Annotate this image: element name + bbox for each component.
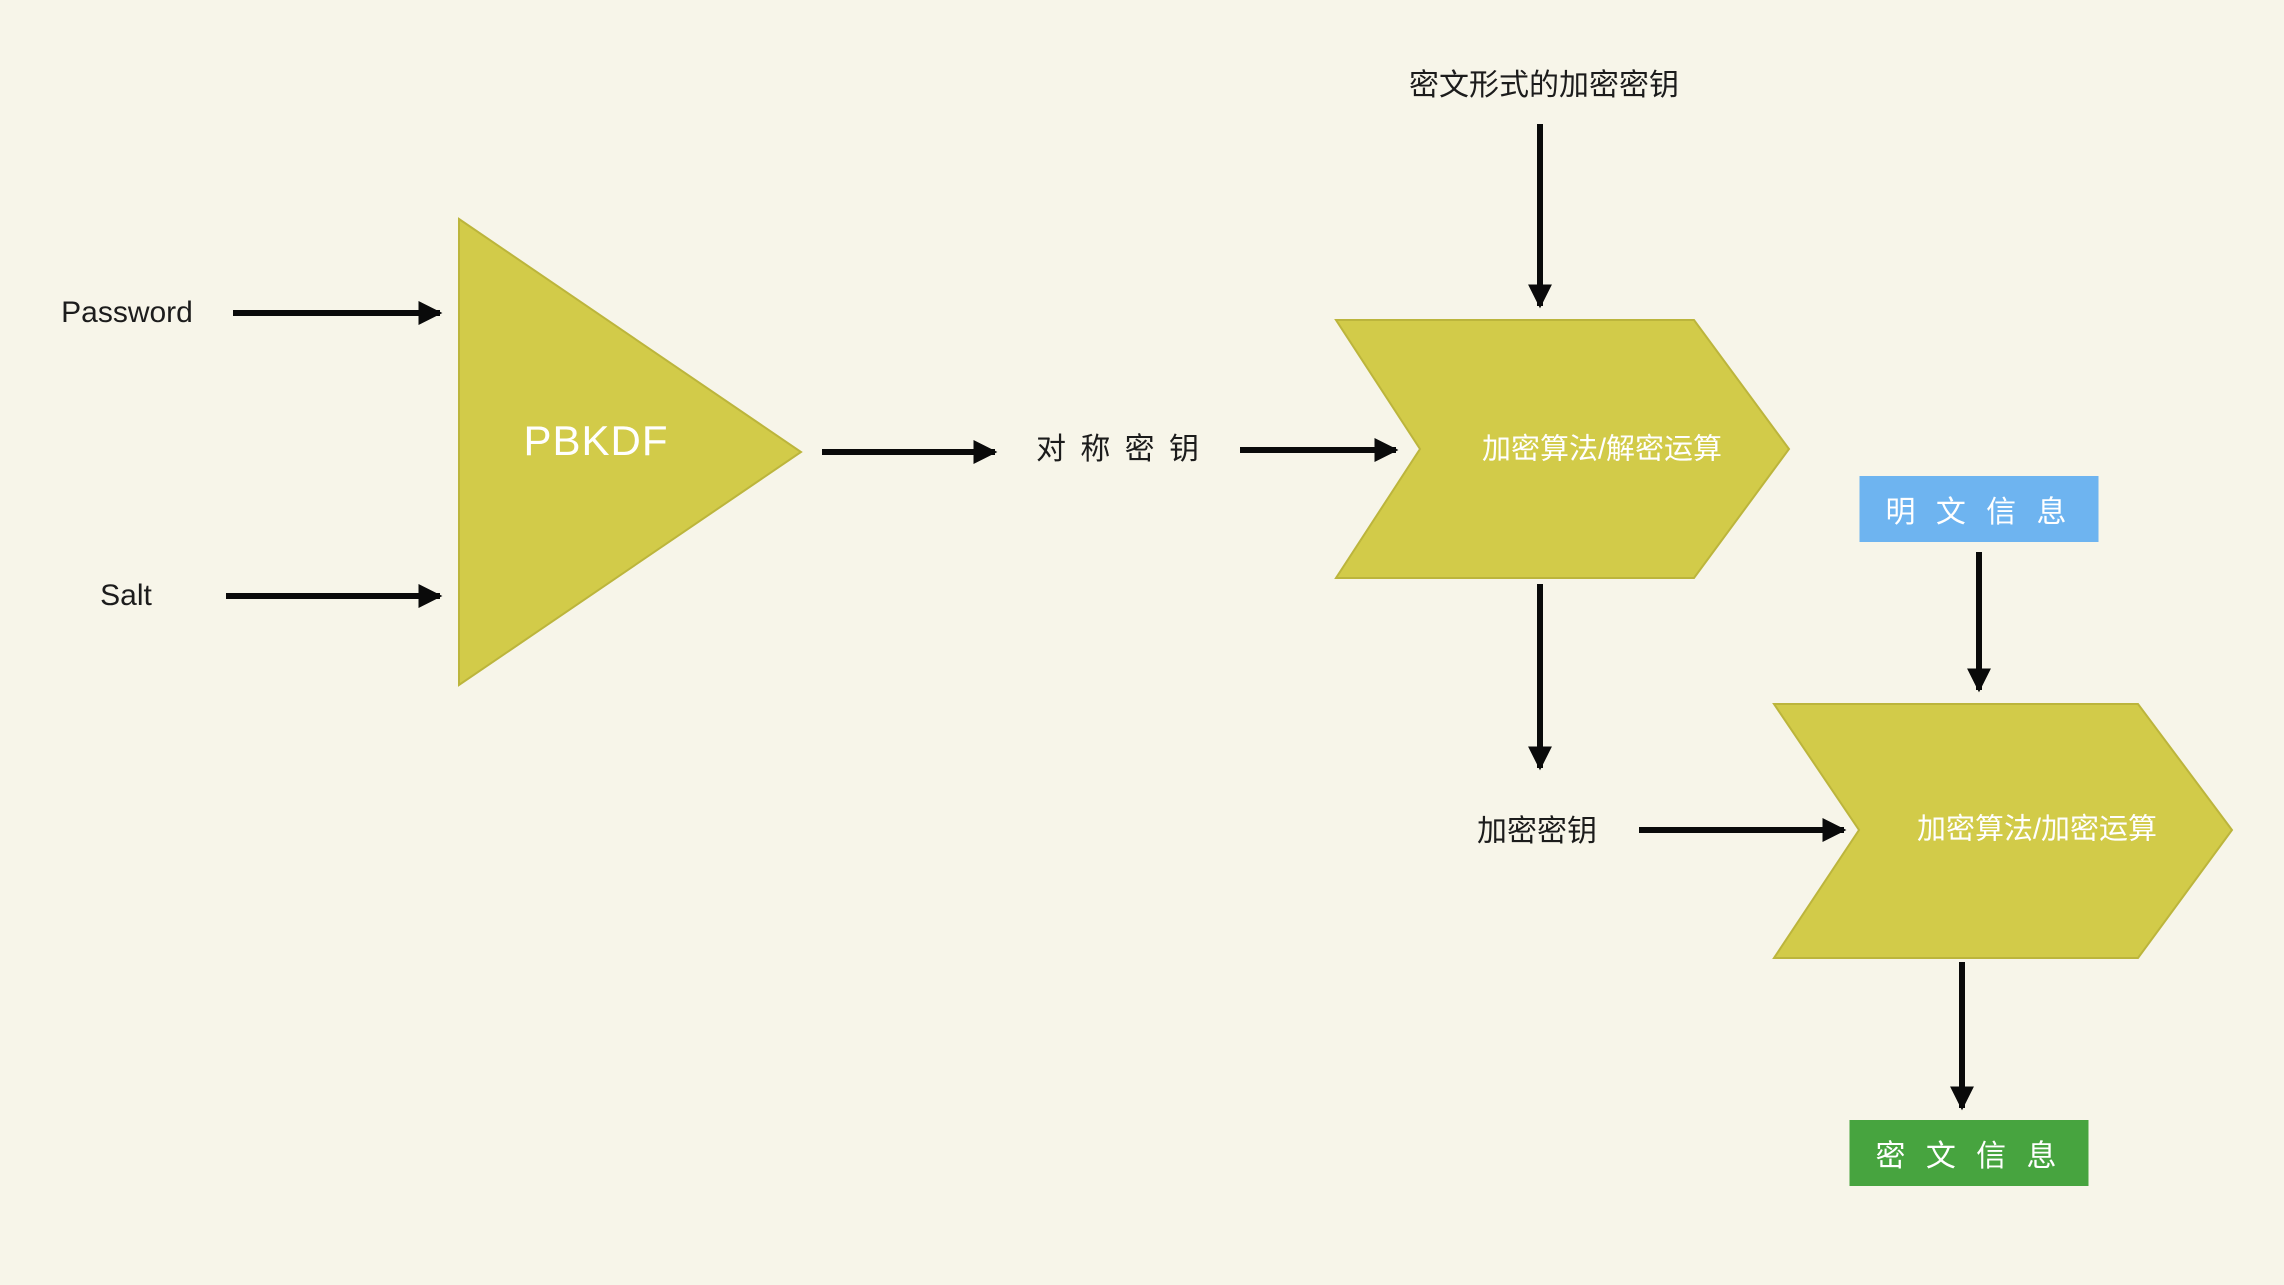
symmetric-key-label: 对 称 密 钥 [1035,433,1203,466]
decrypt-operation-label: 加密算法/解密运算 [1481,433,1723,466]
encrypt-operation-label: 加密算法/加密运算 [1916,813,2158,846]
plaintext-box: 明 文 信 息 [1859,476,2099,542]
pbkdf-label: PBKDF [523,416,669,464]
encrypt-key-label: 加密密钥 [1477,815,1597,848]
pbkdf-triangle-shape [458,217,803,687]
decrypt-chevron-shape [1334,319,1791,579]
top-encrypted-key-label: 密文形式的加密密钥 [1409,69,1679,102]
password-label: Password [61,296,193,329]
encrypt-chevron-shape [1772,703,2234,959]
ciphertext-box: 密 文 信 息 [1849,1120,2089,1186]
salt-label: Salt [100,579,152,612]
